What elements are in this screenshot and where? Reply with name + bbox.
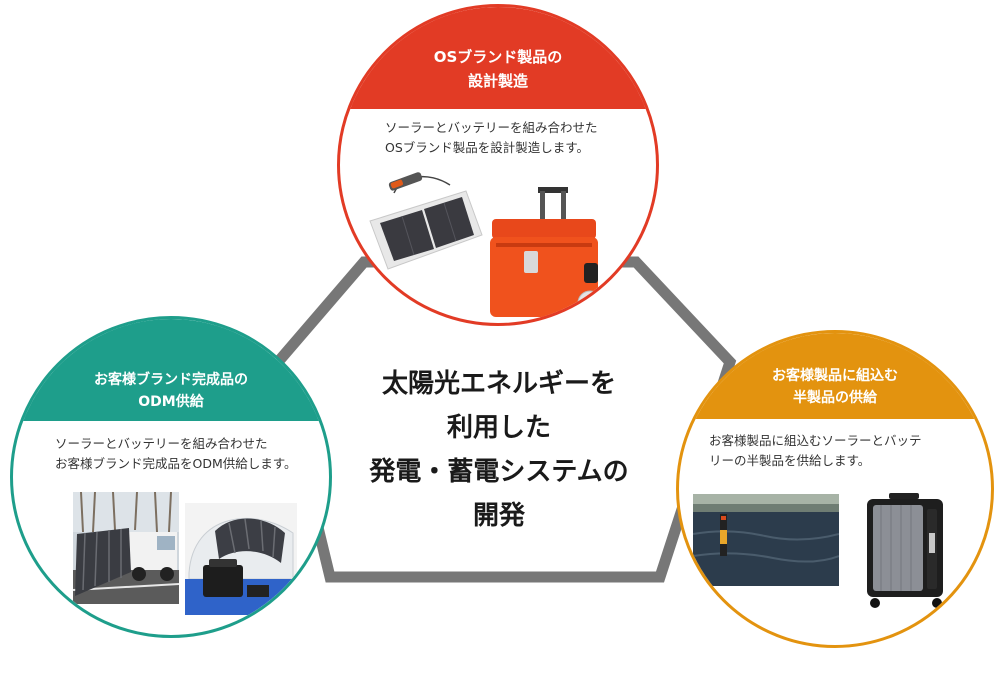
os-brand-desc-line-2: OSブランド製品を設計製造します。 (385, 140, 590, 155)
odm-desc-line-1: ソーラーとバッテリーを組み合わせた (55, 436, 268, 451)
buoy-on-water-image (693, 494, 839, 586)
os-brand-description: ソーラーとバッテリーを組み合わせた OSブランド製品を設計製造します。 (385, 118, 598, 158)
os-brand-desc-line-1: ソーラーとバッテリーを組み合わせた (385, 120, 598, 135)
os-brand-title-line-1: OSブランド製品の (433, 48, 563, 66)
solar-panel-kit-image (369, 172, 483, 270)
semi-product-description: お客様製品に組込むソーラーとバッテ リーの半製品を供給します。 (709, 431, 922, 471)
odm-header: お客様ブランド完成品の ODM供給 (13, 319, 329, 421)
semi-product-title-line-1: お客様製品に組込む (772, 368, 898, 384)
odm-title-line-2: ODM供給 (138, 394, 204, 410)
orange-battery-case-image (490, 187, 603, 317)
center-title-line-4: 開発 (472, 501, 525, 531)
semi-product-circle: お客様製品に組込む 半製品の供給 お客様製品に組込むソーラーとバッテ リーの半製… (676, 330, 994, 648)
semi-product-desc-line-2: リーの半製品を供給します。 (709, 453, 871, 468)
center-title-line-2: 利用した (446, 413, 551, 443)
semi-product-title-line-2: 半製品の供給 (793, 390, 877, 406)
odm-description: ソーラーとバッテリーを組み合わせた お客様ブランド完成品をODM供給します。 (55, 434, 297, 474)
semi-product-desc-line-1: お客様製品に組込むソーラーとバッテ (709, 433, 922, 448)
os-brand-header: OSブランド製品の 設計製造 (340, 7, 656, 109)
center-title-line-3: 発電・蓄電システムの (369, 457, 629, 487)
tent-solar-panels-image (185, 503, 297, 615)
os-brand-title-line-2: 設計製造 (467, 72, 528, 90)
odm-circle: お客様ブランド完成品の ODM供給 ソーラーとバッテリーを組み合わせた お客様ブ… (10, 316, 332, 638)
os-brand-circle: OSブランド製品の 設計製造 ソーラーとバッテリーを組み合わせた OSブランド製… (337, 4, 659, 326)
odm-title-line-1: お客様ブランド完成品の (94, 372, 248, 388)
center-title-line-1: 太陽光エネルギーを (381, 369, 616, 399)
semi-product-header: お客様製品に組込む 半製品の供給 (679, 333, 991, 419)
odm-desc-line-2: お客様ブランド完成品をODM供給します。 (55, 456, 297, 471)
truck-solar-panels-image (73, 492, 179, 604)
center-title: 太陽光エネルギーを 利用した 発電・蓄電システムの 開発 (340, 362, 658, 538)
suitcase-image (867, 493, 943, 608)
